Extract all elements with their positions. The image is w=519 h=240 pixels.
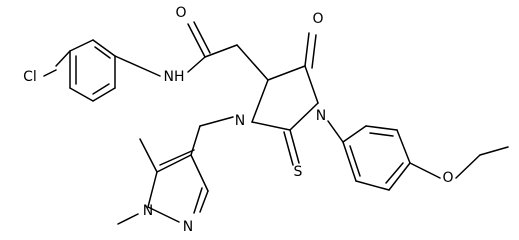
bond [267, 65, 306, 81]
bond [251, 121, 291, 131]
bond [199, 190, 209, 213]
bond [289, 102, 319, 131]
bond [94, 46, 111, 59]
pyrazole-methyl-nitrogen-label: N [143, 203, 153, 219]
bond [283, 131, 294, 166]
bond [69, 39, 94, 52]
bond [114, 55, 161, 77]
bond [236, 44, 269, 81]
bond-network [43, 21, 509, 225]
bond [479, 146, 509, 156]
bond [147, 206, 180, 223]
bond [193, 187, 203, 214]
ring-carbonyl-oxygen-label: O [312, 11, 323, 27]
bond [304, 65, 319, 104]
ring-nitrogen-1-label: N [316, 108, 326, 124]
bond [409, 162, 441, 179]
bond [199, 116, 234, 127]
bond [92, 39, 116, 57]
bond [117, 213, 139, 225]
amide-nh-label: NH [164, 69, 185, 85]
bond [455, 154, 481, 179]
bond [385, 162, 404, 184]
bond [43, 69, 57, 77]
bond [327, 120, 344, 143]
bond [304, 32, 310, 67]
bond [156, 154, 192, 173]
ring-nitrogen-3-label: N [235, 113, 245, 129]
bond [187, 56, 206, 73]
bond [342, 125, 367, 143]
bond [92, 83, 110, 95]
bond [92, 87, 116, 102]
chlorine-atom-label: Cl [23, 69, 37, 85]
bond [365, 125, 398, 131]
bond [311, 34, 317, 69]
pyrazole-nitrogen-label: N [183, 219, 193, 235]
atom-labels: Cl NH O O N N S O N N [23, 5, 453, 235]
bond [190, 154, 209, 192]
bond [396, 129, 411, 164]
bond [289, 129, 300, 164]
amide-oxygen-label: O [175, 5, 186, 21]
bond [342, 141, 357, 182]
thione-sulfur-label: S [294, 164, 303, 180]
bond [69, 87, 94, 102]
bond [355, 180, 390, 191]
bond [204, 44, 238, 58]
bond [139, 138, 158, 173]
bond [147, 171, 158, 208]
bond [388, 162, 411, 191]
bond [159, 149, 195, 166]
ether-oxygen-label: O [442, 170, 453, 186]
bond [187, 23, 206, 58]
bond [349, 145, 361, 177]
bond [55, 50, 71, 67]
bond [369, 132, 394, 137]
bond [251, 79, 269, 123]
bond [193, 21, 211, 54]
